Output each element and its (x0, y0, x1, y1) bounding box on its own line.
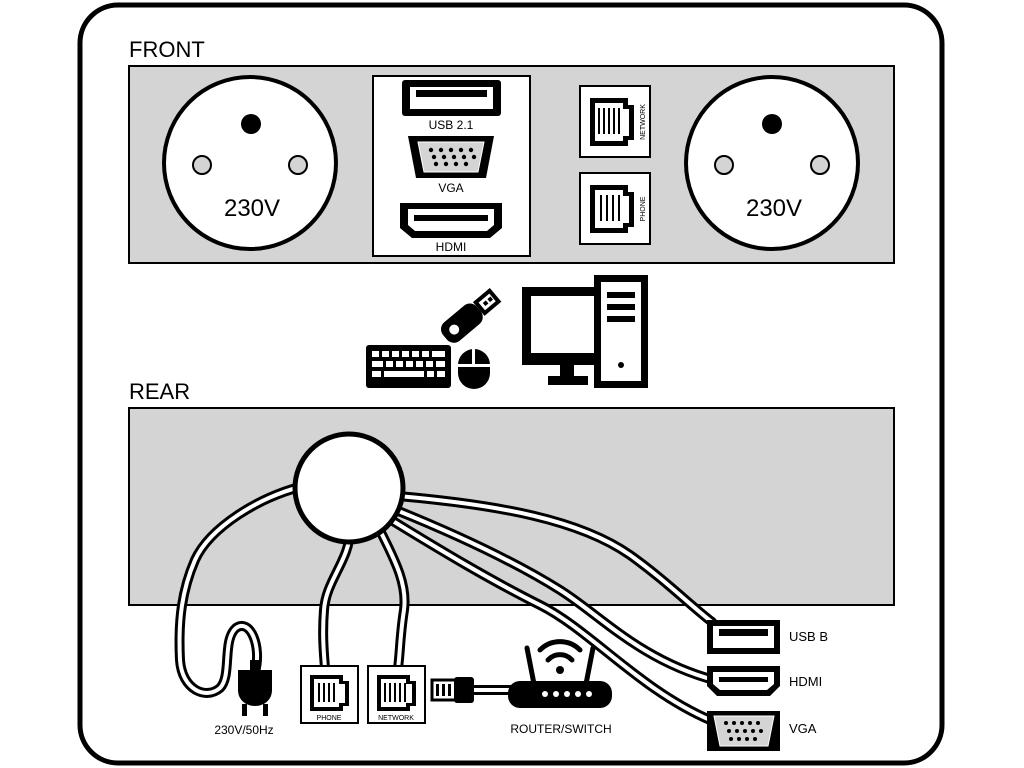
rj11-jack-icon (310, 675, 349, 711)
av-module: USB 2.1 VGA HDMI (372, 75, 531, 257)
network-jack: NETWORK (579, 85, 651, 158)
usb-port-icon (402, 80, 501, 116)
hdmi-port-icon (400, 203, 502, 238)
socket-right: 230V (684, 75, 860, 251)
ethernet-plug-icon (430, 677, 474, 703)
power-label: 230V/50Hz (214, 723, 273, 737)
hdmi-cable-icon (707, 666, 780, 696)
rear-network-label: NETWORK (378, 715, 414, 722)
router-label: ROUTER/SWITCH (510, 722, 611, 736)
network-jack-label: NETWORK (640, 104, 647, 140)
hdmi-label: HDMI (789, 674, 822, 689)
socket-left: 230V (162, 75, 338, 251)
vga-port-label: VGA (438, 181, 463, 195)
rj45-jack-icon (590, 98, 634, 146)
computer-icon (522, 275, 648, 388)
front-title: FRONT (129, 37, 205, 62)
rear-title: REAR (129, 379, 190, 404)
phone-jack-label: PHONE (640, 196, 647, 221)
rj45-jack-icon (377, 675, 416, 711)
cable-hub (292, 431, 406, 545)
phone-jack: PHONE (579, 172, 651, 245)
rj11-jack-icon (590, 185, 634, 233)
rear-phone-jack: PHONE (300, 665, 359, 724)
power-plug-icon (238, 660, 272, 716)
rear-network-jack: NETWORK (367, 665, 426, 724)
socket-right-label: 230V (746, 195, 802, 222)
earth-pin-icon (762, 114, 782, 134)
hdmi-port-label: HDMI (436, 240, 467, 254)
usb-b-port-icon (707, 620, 780, 654)
vga-label: VGA (789, 721, 817, 736)
mouse-icon (458, 349, 490, 389)
wifi-icon (537, 639, 583, 674)
vga-cable-icon (707, 711, 780, 751)
keyboard-icon (366, 345, 451, 388)
router-icon (508, 645, 612, 708)
usb-port-label: USB 2.1 (429, 118, 474, 132)
usb-b-label: USB B (789, 629, 828, 644)
rear-phone-label: PHONE (317, 715, 342, 722)
socket-left-label: 230V (224, 195, 280, 222)
earth-pin-icon (241, 114, 261, 134)
usb-stick-icon (440, 287, 502, 343)
vga-port-icon (408, 136, 494, 178)
